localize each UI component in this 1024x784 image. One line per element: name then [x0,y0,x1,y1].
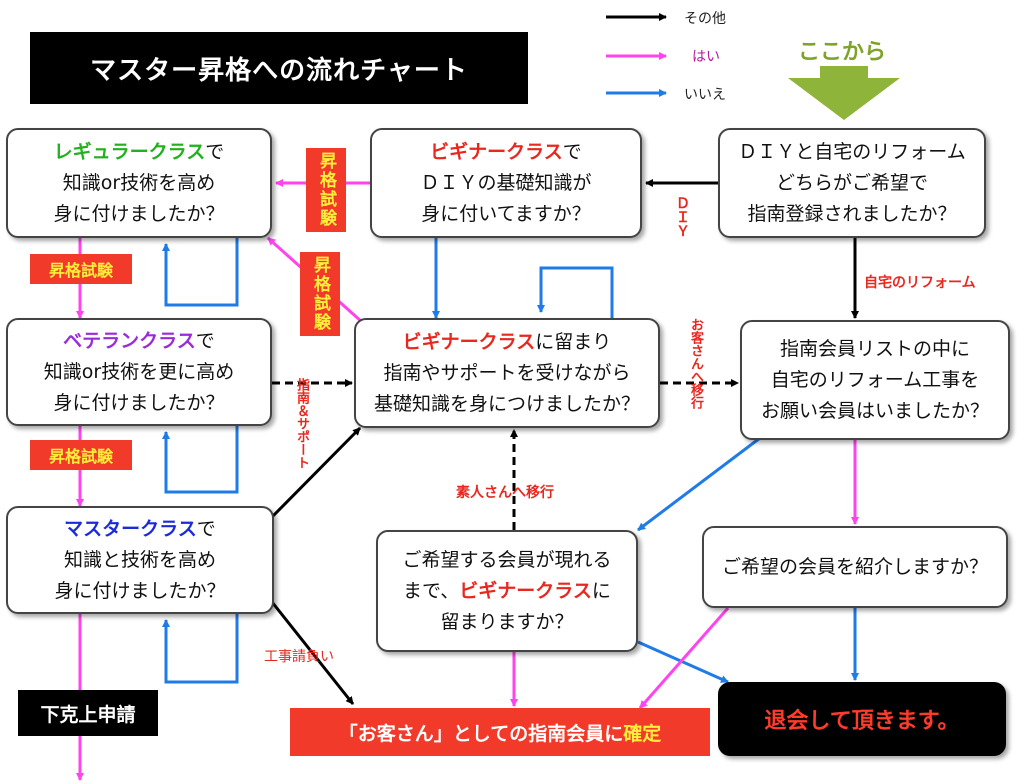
label-diy: ＤＩＹ [674,196,690,238]
label-to-customer: お客さんへ移行 [688,318,703,409]
ending-gekokujo: 下克上申請 [18,690,158,736]
label-to-amateur: 素人さんへ移行 [456,485,554,501]
label-home-reform: 自宅のリフォーム [864,275,976,291]
chart-title: マスター昇格への流れチャート [30,32,528,104]
start-label: ここから [798,40,887,65]
promo-exam-tag: 昇格試験 [30,254,132,284]
legend-yes-label: はい [692,49,720,65]
start-arrow-icon [788,66,900,120]
node-introduce-member: ご希望の会員を紹介しますか？ [702,526,1008,608]
node-diy-or-reform: ＤＩＹと自宅のリフォーム どちらがご希望で 指南登録されましたか？ [718,128,986,238]
node-regular-class: レギュラークラスで 知識or技術を高め 身に付けましたか？ [6,128,272,238]
node-member-list: 指南会員リストの中に 自宅のリフォーム工事を お願い会員はいましたか？ [740,320,1010,440]
ending-withdraw: 退会して頂きます。 [718,682,1006,756]
node-wait-for-member: ご希望する会員が現れる まで、ビギナークラスに 留まりますか？ [376,530,638,652]
node-beginner-basic: ビギナークラスで ＤＩＹの基礎知識が 身に付いてますか？ [370,128,642,238]
promo-exam-tag: 昇格試験 [30,440,132,470]
promo-exam-tag: 昇格試験 [300,252,340,336]
node-master-class: マスタークラスで 知識と技術を高め 身に付けましたか？ [6,506,274,614]
legend-other-label: その他 [684,11,726,27]
label-construction: 工事請負い [264,649,334,665]
label-support: 指南＆サポート [294,378,309,469]
legend-no-label: いいえ [684,87,726,103]
promo-exam-tag: 昇格試験 [306,148,346,232]
node-beginner-stay: ビギナークラスに留まり 指南やサポートを受けながら 基礎知識を身につけましたか？ [354,318,660,428]
node-veteran-class: ベテランクラスで 知識or技術を更に高め 身に付けましたか？ [6,318,272,426]
ending-confirm-customer: 「お客さん」としての指南会員に確定 [290,708,710,756]
